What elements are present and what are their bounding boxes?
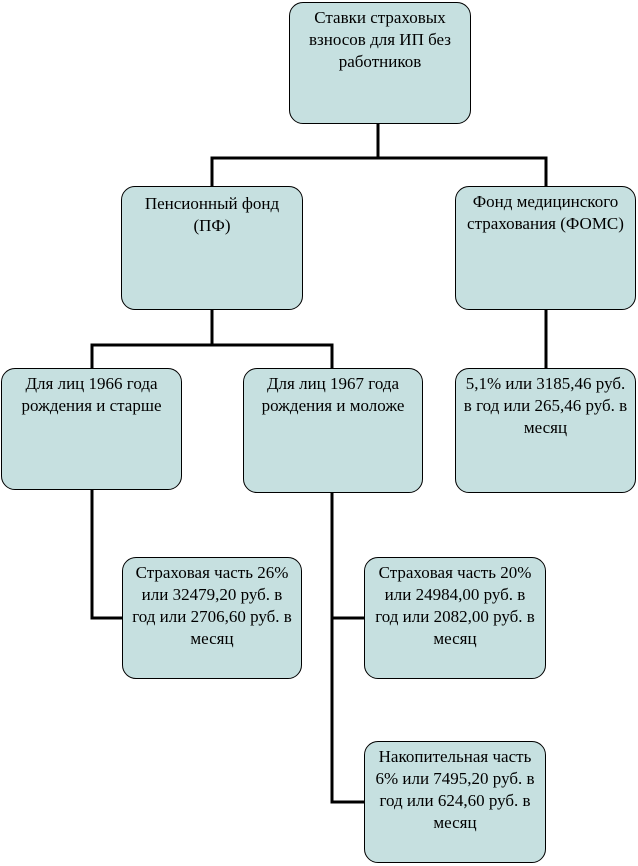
node-root: Ставки страховых взносов для ИП без рабо… bbox=[289, 2, 471, 124]
node-foms-rate: 5,1% или 3185,46 руб. в год или 265,46 р… bbox=[455, 368, 636, 493]
node-foms: Фонд медицинского страхования (ФОМС) bbox=[455, 186, 636, 310]
node-foms-label: Фонд медицинского страхования (ФОМС) bbox=[467, 192, 624, 233]
node-born-1966-or-earlier: Для лиц 1966 года рождения и старше bbox=[1, 368, 182, 490]
node-younger-savings-part: Накопительная часть 6% или 7495,20 руб. … bbox=[364, 741, 546, 863]
node-born-1967-or-later-label: Для лиц 1967 года рождения и моложе bbox=[261, 374, 405, 415]
node-foms-rate-label: 5,1% или 3185,46 руб. в год или 265,46 р… bbox=[463, 374, 628, 437]
node-born-1967-or-later: Для лиц 1967 года рождения и моложе bbox=[243, 368, 423, 493]
node-younger-insurance-part-label: Страховая часть 20% или 24984,00 руб. в … bbox=[375, 563, 535, 648]
node-younger-savings-part-label: Накопительная часть 6% или 7495,20 руб. … bbox=[375, 747, 535, 832]
node-born-1966-or-earlier-label: Для лиц 1966 года рождения и старше bbox=[21, 374, 162, 415]
connector-older-insurance bbox=[90, 488, 124, 620]
node-older-insurance-part: Страховая часть 26% или 32479,20 руб. в … bbox=[122, 557, 302, 679]
node-younger-insurance-part: Страховая часть 20% или 24984,00 руб. в … bbox=[364, 557, 546, 679]
node-root-label: Ставки страховых взносов для ИП без рабо… bbox=[309, 8, 451, 71]
node-pension-fund: Пенсионный фонд (ПФ) bbox=[121, 186, 303, 310]
node-pension-fund-label: Пенсионный фонд (ПФ) bbox=[144, 194, 280, 235]
node-older-insurance-part-label: Страховая часть 26% или 32479,20 руб. в … bbox=[132, 563, 292, 648]
